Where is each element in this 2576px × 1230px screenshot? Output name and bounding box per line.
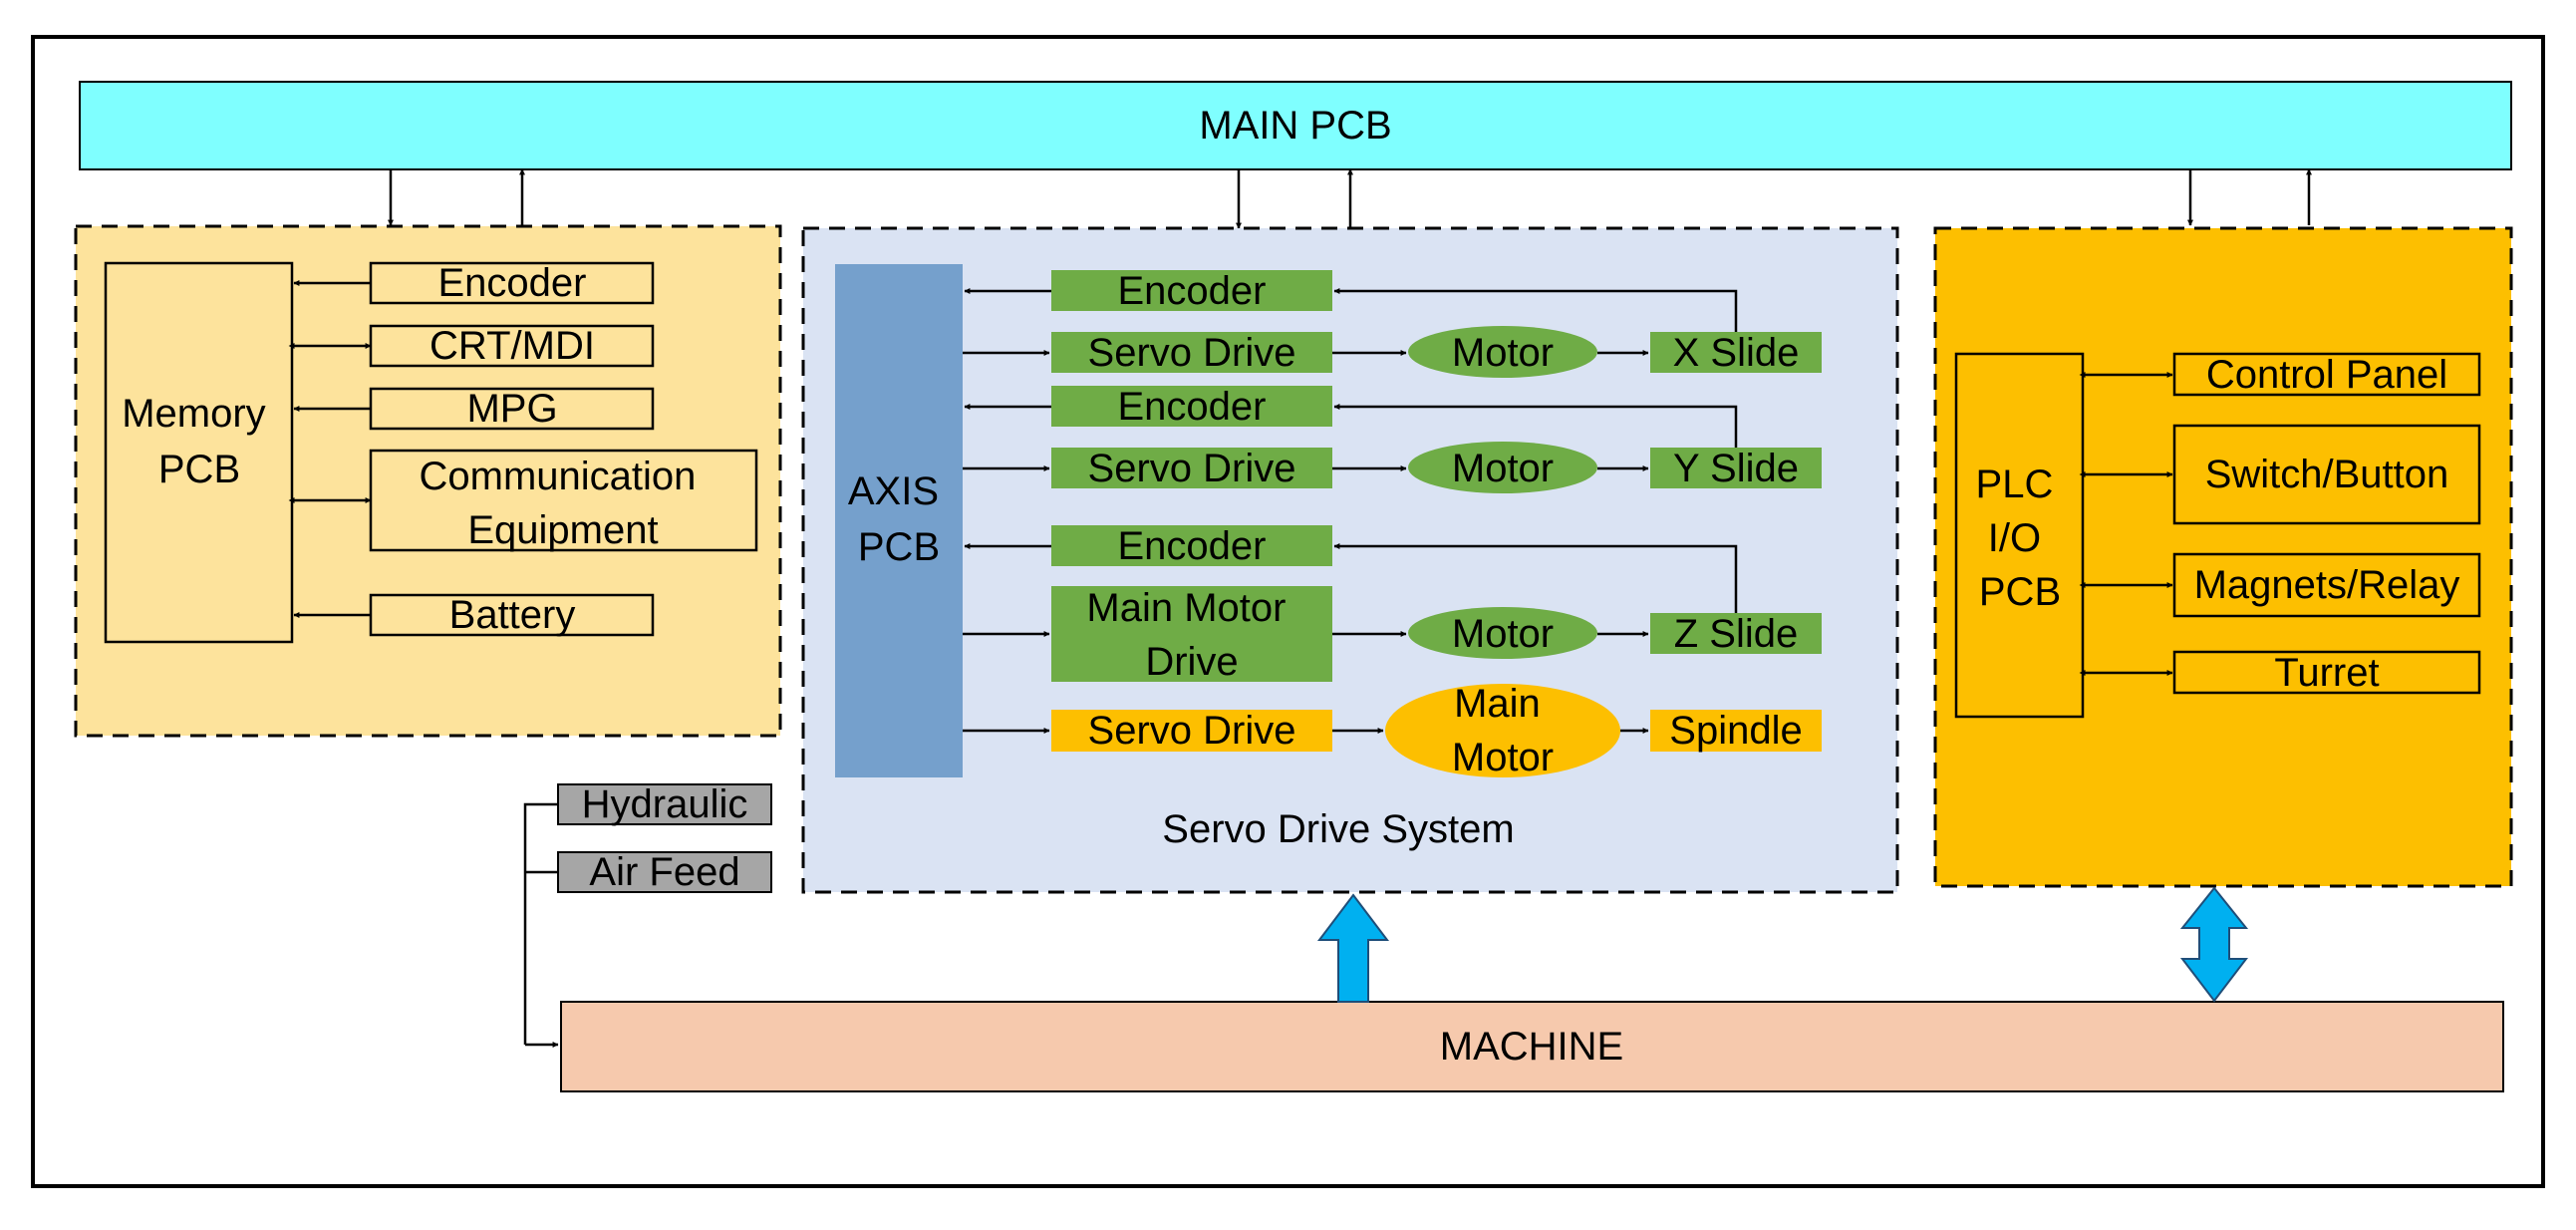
- turret-box: [2172, 650, 2481, 695]
- slide-z-box: [1650, 613, 1822, 654]
- hydraulic-box: [557, 783, 772, 825]
- motor-y-label: Motor: [1452, 447, 1554, 490]
- control-panel-box: [2172, 352, 2481, 397]
- machine-bus-arrows: [1316, 886, 2249, 1003]
- encoder-y-box: [1051, 386, 1332, 427]
- main-motor-line-2: Motor: [1452, 736, 1554, 779]
- memory-item-battery-label: Battery: [449, 593, 576, 637]
- motor-x-label: Motor: [1452, 331, 1554, 375]
- axis-pcb-label-line-1: AXIS: [848, 469, 939, 513]
- machine-box: [560, 1001, 2504, 1092]
- spindle-label: Spindle: [1669, 709, 1802, 753]
- servo-drive-x-label: Servo Drive: [1088, 331, 1296, 375]
- motor-z-label: Motor: [1452, 612, 1554, 656]
- axis-pcb-label-line-2: PCB: [858, 525, 940, 569]
- spindle-box: [1650, 710, 1822, 752]
- main-motor-drive-line-2: Drive: [1145, 640, 1238, 684]
- encoder-x-label: Encoder: [1118, 269, 1267, 313]
- main-pcb-box: [79, 81, 2512, 170]
- slide-y-label: Y Slide: [1673, 447, 1799, 490]
- memory-pcb-label: Memory PCB: [122, 392, 277, 491]
- main-motor-line-1: Main: [1454, 682, 1541, 726]
- memory-item-communication-label: Communication Equipment: [419, 455, 707, 552]
- main-motor-label: Main Motor: [1452, 682, 1554, 779]
- servo-drive-spindle-label: Servo Drive: [1088, 709, 1296, 753]
- memory-item-mpg-label: MPG: [466, 387, 557, 431]
- axis-pcb-box: [835, 264, 963, 777]
- servo-drive-spindle-box: [1051, 710, 1332, 752]
- servo-group-title: Servo Drive System: [1162, 807, 1514, 851]
- servo-row-spindle: Servo Drive Main Motor Spindle: [1051, 682, 1822, 779]
- memory-item-communication-line-2: Equipment: [467, 508, 658, 552]
- slide-z-label: Z Slide: [1674, 612, 1799, 656]
- magnets-relay-box: [2172, 552, 2481, 618]
- hydraulic-label: Hydraulic: [582, 782, 748, 826]
- servo-drive-x-box: [1051, 332, 1332, 373]
- plc-machine-double-arrow: [2179, 886, 2249, 1003]
- air-feed-label: Air Feed: [589, 850, 739, 894]
- memory-item-crt-mdi-label: CRT/MDI: [429, 324, 595, 368]
- servo-connectors: [963, 288, 1738, 734]
- switch-button-label: Switch/Button: [2205, 453, 2449, 496]
- encoder-z-box: [1051, 525, 1332, 566]
- turret-label: Turret: [2274, 651, 2379, 695]
- memory-pcb-label-line-2: PCB: [158, 448, 240, 491]
- machine: MACHINE: [560, 1001, 2504, 1092]
- motor-z-ellipse: [1408, 607, 1597, 659]
- memory-group: Memory PCB Encoder CRT/MDI MPG Communica…: [74, 224, 782, 738]
- plc-group: PLC I/O PCB Control Panel Switch/Button …: [1933, 226, 2513, 888]
- feedback-x-slide-to-encoder: [1333, 288, 1738, 332]
- feedback-y-slide-to-encoder: [1333, 404, 1738, 448]
- memory-item-communication-box: [369, 449, 758, 552]
- feedback-z-slide-to-encoder: [1333, 543, 1738, 613]
- slide-y-box: [1650, 448, 1822, 488]
- motor-x-ellipse: [1408, 326, 1597, 378]
- servo-group-bg: [801, 226, 1899, 894]
- switch-button-box: [2172, 424, 2481, 525]
- main-pcb-label: MAIN PCB: [1199, 104, 1391, 148]
- memory-item-communication-line-1: Communication: [419, 455, 696, 498]
- servo-drive-y-label: Servo Drive: [1088, 447, 1296, 490]
- connector-hydraulic-line: [523, 802, 558, 1045]
- aux-inputs: Hydraulic Air Feed: [523, 782, 772, 1048]
- plc-pcb-label: PLC I/O PCB: [1976, 462, 2065, 614]
- plc-pcb-label-line-2: I/O: [1988, 516, 2041, 560]
- memory-item-encoder-box: [369, 261, 655, 305]
- air-feed-box: [557, 851, 772, 893]
- encoder-y-label: Encoder: [1118, 385, 1267, 429]
- axis-pcb-label: AXIS PCB: [848, 469, 950, 569]
- plc-pcb-label-line-1: PLC: [1976, 462, 2054, 506]
- plc-connectors: [2079, 372, 2173, 676]
- servo-row-z: Encoder Main Motor Drive Motor Z Slide: [1051, 524, 1822, 684]
- memory-pcb-label-line-1: Memory: [122, 392, 265, 436]
- magnets-relay-label: Magnets/Relay: [2194, 563, 2460, 607]
- servo-row-x: Encoder Servo Drive Motor X Slide: [1051, 269, 1822, 378]
- servo-row-y: Encoder Servo Drive Motor Y Slide: [1051, 385, 1822, 493]
- servo-drive-y-box: [1051, 448, 1332, 488]
- slide-x-label: X Slide: [1673, 331, 1800, 375]
- memory-pcb-box: [104, 261, 294, 644]
- encoder-x-box: [1051, 270, 1332, 311]
- control-panel-label: Control Panel: [2206, 353, 2447, 397]
- plc-pcb-box: [1954, 352, 2085, 719]
- servo-to-machine-block-arrow: [1316, 893, 1390, 1003]
- bus-arrows: [388, 168, 2312, 229]
- main-motor-drive-box: [1051, 586, 1332, 682]
- main-motor-drive-line-1: Main Motor: [1086, 586, 1286, 630]
- slide-x-box: [1650, 332, 1822, 373]
- motor-y-ellipse: [1408, 442, 1597, 493]
- main-motor-drive-label: Main Motor Drive: [1086, 586, 1296, 684]
- encoder-z-label: Encoder: [1118, 524, 1267, 568]
- main-motor-ellipse: [1385, 684, 1620, 777]
- aux-connectors: [523, 802, 559, 1048]
- memory-item-encoder-label: Encoder: [438, 261, 587, 305]
- plc-pcb-label-line-3: PCB: [1979, 570, 2061, 614]
- memory-connectors: [288, 280, 372, 618]
- servo-drive-system: Servo Drive System AXIS PCB Encoder Serv…: [801, 226, 1899, 894]
- machine-label: MACHINE: [1440, 1025, 1623, 1069]
- main-pcb: MAIN PCB: [79, 81, 2512, 170]
